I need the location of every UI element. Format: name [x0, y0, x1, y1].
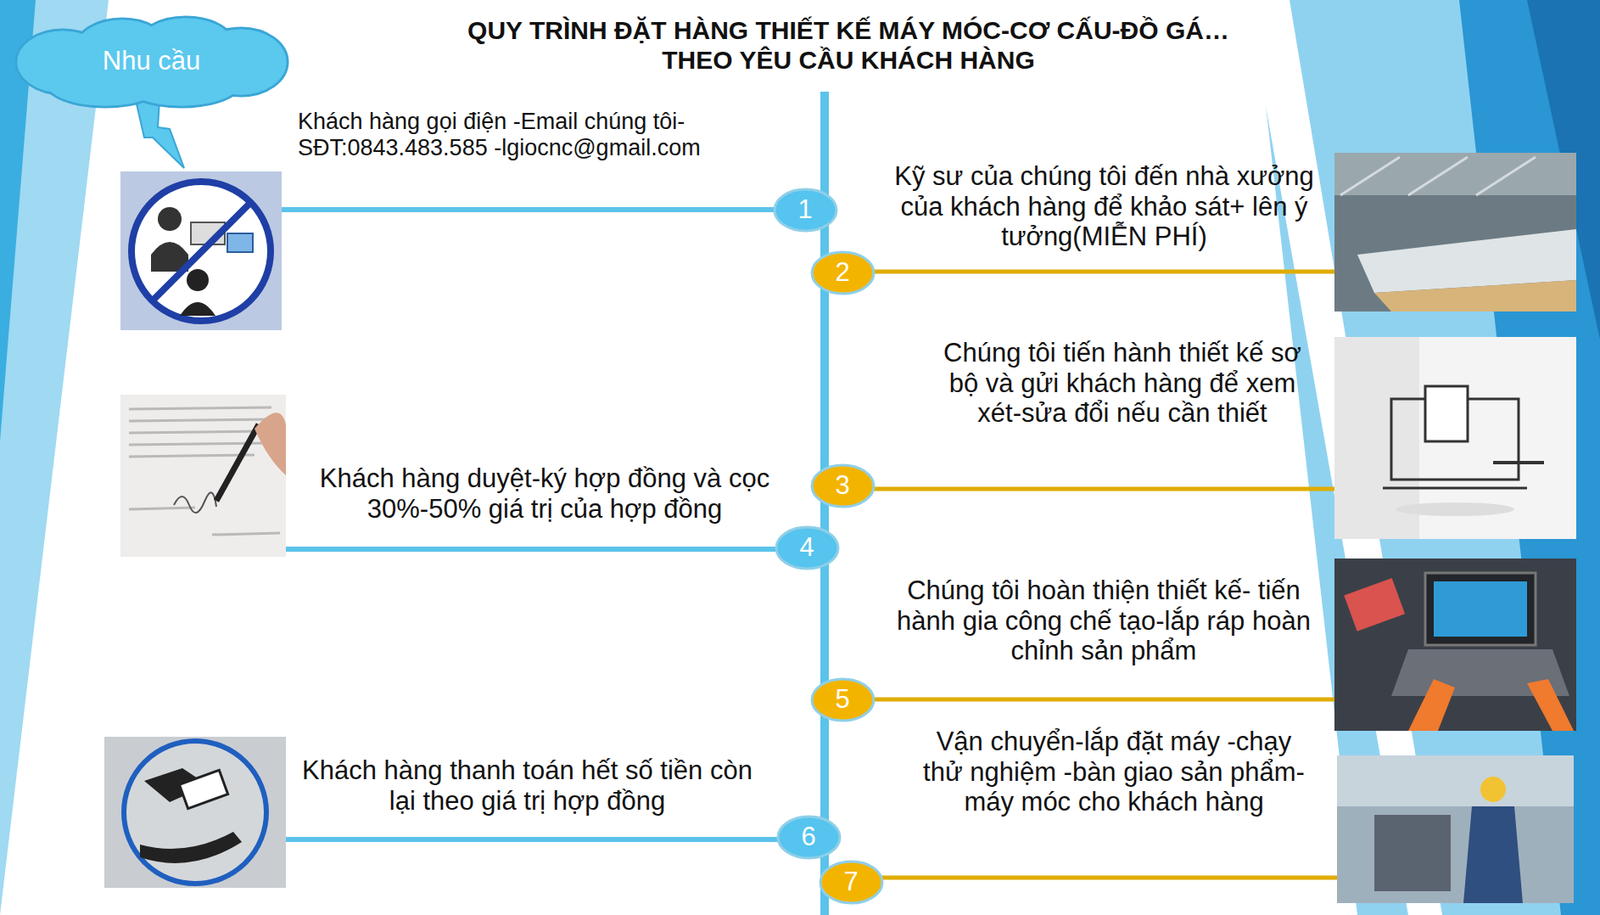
computer-illustration [1334, 336, 1577, 539]
image-frame [1334, 336, 1577, 539]
hand [254, 412, 286, 476]
leader-line [842, 486, 1338, 492]
leader-line [842, 697, 1338, 702]
number-ellipse [820, 861, 883, 903]
number-ellipse [777, 816, 840, 858]
step-description: Kỹ sư của chúng tôi đến nhà xưởng của kh… [889, 161, 1319, 252]
worker-body [1463, 805, 1523, 903]
worker-photo [1337, 755, 1574, 903]
ceiling [1337, 755, 1574, 806]
product [1374, 279, 1577, 312]
image-frame [1334, 558, 1577, 731]
image-frame [120, 394, 286, 557]
helmet [1480, 776, 1506, 802]
step-number: 3 [810, 463, 876, 509]
ban-slash [152, 201, 252, 301]
spine-connector [820, 295, 829, 464]
callout-number: 3 [834, 469, 850, 501]
image-frame [120, 171, 282, 331]
callout-cloud: Nhu cầu [11, 15, 291, 107]
cloud-puff [77, 32, 228, 98]
left-panel [0, 0, 109, 915]
shadow [1395, 502, 1515, 516]
pencil [1493, 460, 1545, 465]
pen [216, 424, 259, 501]
ring [123, 740, 267, 884]
step-number: 7 [818, 859, 884, 905]
step-number: 6 [776, 814, 842, 860]
cloud-tail [135, 100, 185, 168]
lower-hand [139, 831, 242, 863]
roof [1334, 152, 1577, 196]
envelope [227, 233, 253, 252]
callout-number: 7 [843, 866, 858, 897]
number-ellipse [811, 678, 874, 721]
leader-line [842, 269, 1338, 275]
diagram-title: QUY TRÌNH ĐẶT HÀNG THIẾT KẾ MÁY MÓC-CƠ C… [449, 15, 1248, 75]
cloud-text: Nhu cầu [102, 45, 201, 77]
step-description: Chúng tôi tiến hành thiết kế sơ bộ và gử… [939, 337, 1305, 429]
step-description: Khách hàng duyệt-ký hợp đồng và cọc 30%-… [285, 463, 805, 524]
ban-circle [131, 181, 271, 321]
sketchbook [1343, 577, 1405, 632]
image-frame [1337, 755, 1574, 903]
callout-number: 2 [834, 257, 850, 288]
leader-line [285, 546, 807, 552]
hand [1408, 678, 1455, 731]
payment-illustration [104, 736, 286, 888]
leader-line [281, 206, 806, 213]
contact-illustration [120, 171, 282, 331]
person-body [179, 302, 216, 316]
design-illustration [1334, 558, 1577, 731]
spine-connector [820, 232, 829, 251]
callout-number: 5 [834, 683, 850, 715]
machine [1374, 814, 1451, 891]
number-ellipse [811, 251, 874, 294]
contract-illustration [120, 394, 286, 557]
document [1425, 386, 1468, 442]
step-number: 4 [774, 525, 840, 571]
step-number: 5 [810, 676, 876, 722]
spine-connector [820, 721, 829, 815]
image-frame [104, 736, 286, 888]
spine-connector [820, 570, 829, 677]
image-frame [1334, 152, 1577, 312]
number-ellipse [774, 189, 837, 231]
callout-number: 6 [800, 821, 816, 852]
laptop-screen [1425, 572, 1536, 645]
leader-line [850, 875, 1338, 880]
step-number: 2 [810, 250, 876, 296]
signature [173, 492, 217, 513]
step-description: Khách hàng thanh toán hết số tiền còn lạ… [296, 755, 759, 816]
callout-number: 4 [799, 531, 814, 563]
number-ellipse [811, 464, 874, 507]
leader-line [285, 836, 809, 842]
step-description: Chúng tôi hoàn thiện thiết kế- tiến hành… [887, 575, 1321, 666]
monitor-base [1382, 486, 1528, 490]
step-number: 1 [772, 187, 839, 233]
banknote [179, 769, 228, 808]
contact-note: Khách hàng gọi điện -Email chúng tôi- SĐ… [297, 108, 790, 162]
roof-beams [1340, 156, 1536, 196]
person-head [186, 268, 209, 291]
step-description: Vận chuyển-lắp đặt máy -chạy thử nghiệm … [923, 726, 1305, 817]
person-head [157, 206, 182, 231]
spine-connector [820, 508, 829, 526]
number-ellipse [776, 526, 839, 569]
callout-number: 1 [797, 194, 812, 225]
screen-content [1433, 581, 1528, 637]
factory-photo [1334, 152, 1577, 312]
hand [1527, 678, 1574, 731]
